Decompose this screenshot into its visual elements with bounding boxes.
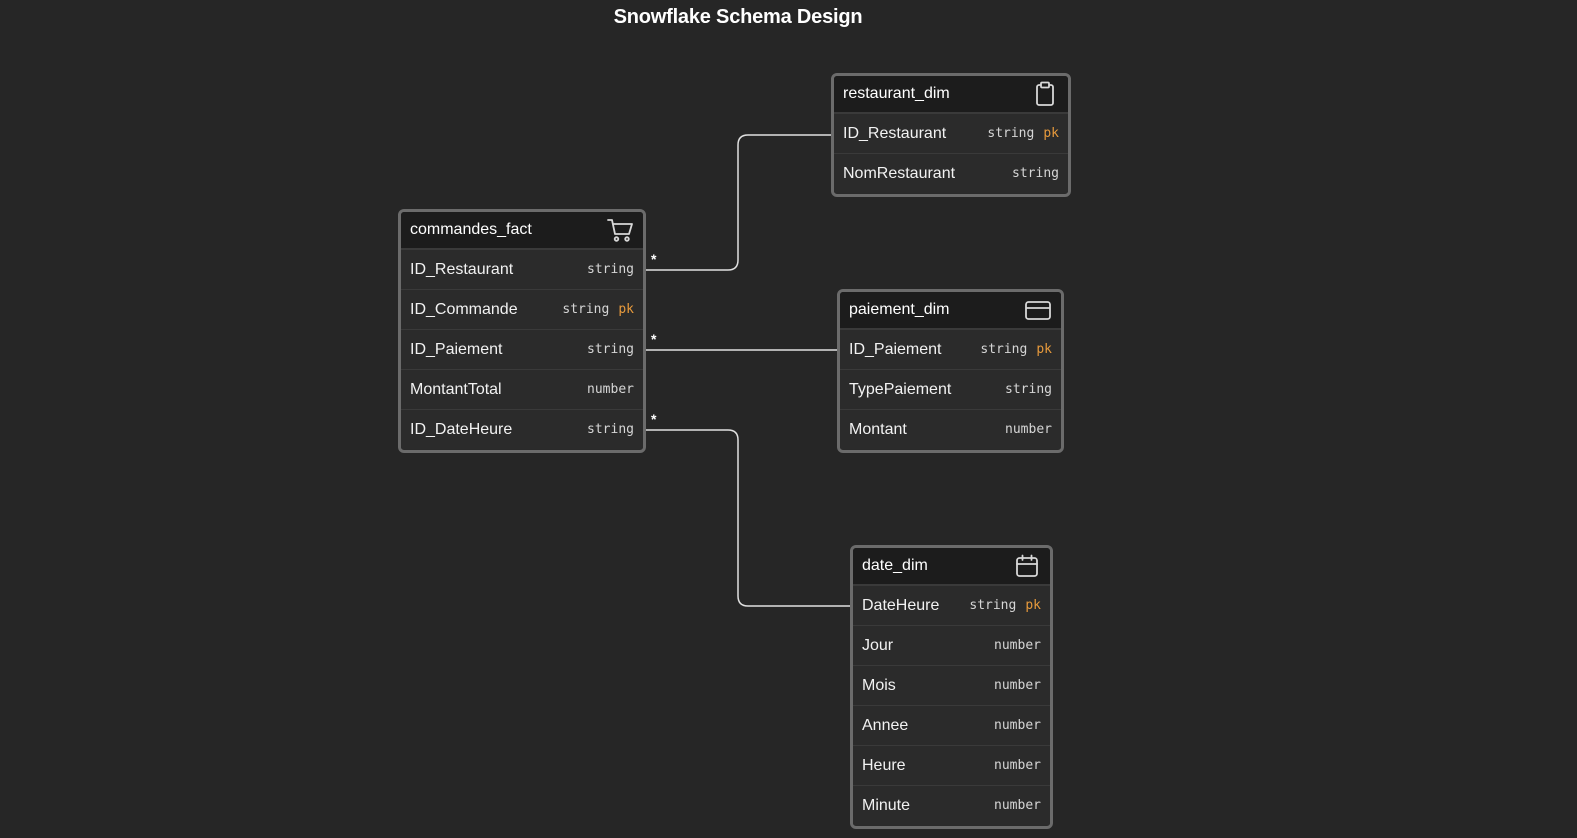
field-row[interactable]: NomRestaurant string [834, 153, 1068, 193]
entity-name: restaurant_dim [843, 85, 950, 102]
field-row[interactable]: ID_Paiement string [401, 329, 643, 369]
entity-header[interactable]: date_dim [853, 548, 1050, 585]
field-name: Mois [862, 676, 896, 694]
field-name: Annee [862, 716, 909, 734]
credit-card-icon [1024, 296, 1052, 324]
relationship-line-date[interactable] [645, 429, 853, 607]
field-type: number [1005, 422, 1052, 437]
entity-restaurant-dim[interactable]: restaurant_dim ID_Restaurant string pk No… [831, 73, 1071, 197]
diagram-title: Snowflake Schema Design [613, 6, 863, 28]
field-row[interactable]: Montant number [840, 409, 1061, 449]
field-row[interactable]: Heure number [853, 745, 1050, 785]
field-name: DateHeure [862, 596, 940, 614]
field-name: TypePaiement [849, 380, 952, 398]
entity-commandes-fact[interactable]: commandes_fact ID_Restaurant string ID_C… [398, 209, 646, 453]
primary-key-badge: pk [1043, 126, 1059, 141]
primary-key-badge: pk [1025, 598, 1041, 613]
entity-name: paiement_dim [849, 301, 950, 318]
entity-name: date_dim [862, 557, 928, 574]
shopping-cart-icon [606, 216, 634, 244]
field-type: number [994, 758, 1041, 773]
field-name: Montant [849, 420, 907, 438]
entity-header[interactable]: paiement_dim [840, 292, 1061, 329]
entity-header[interactable]: restaurant_dim [834, 76, 1068, 113]
field-name: ID_Restaurant [410, 260, 514, 278]
field-name: Minute [862, 796, 911, 814]
primary-key-badge: pk [618, 302, 634, 317]
field-name: ID_Commande [410, 300, 518, 318]
field-name: ID_Paiement [410, 340, 503, 358]
field-name: Heure [862, 756, 906, 774]
entity-name: commandes_fact [410, 221, 532, 238]
field-row[interactable]: ID_DateHeure string [401, 409, 643, 449]
relationship-line-restaurant[interactable] [645, 134, 834, 271]
field-type: string [562, 302, 610, 317]
field-name: NomRestaurant [843, 164, 956, 182]
field-type: string [587, 262, 634, 277]
field-type: string [587, 342, 634, 357]
cardinality-mark-restaurant: * [651, 251, 657, 267]
field-type: number [994, 678, 1041, 693]
field-type: string [587, 422, 634, 437]
calendar-icon [1013, 552, 1041, 580]
field-row[interactable]: MontantTotal number [401, 369, 643, 409]
field-name: MontantTotal [410, 380, 502, 398]
field-type: string [987, 126, 1035, 141]
field-row[interactable]: ID_Restaurant string [401, 249, 643, 289]
field-name: ID_Paiement [849, 340, 942, 358]
field-row[interactable]: ID_Paiement string pk [840, 329, 1061, 369]
field-row[interactable]: ID_Commande string pk [401, 289, 643, 329]
field-type: string [969, 598, 1017, 613]
field-type: number [994, 798, 1041, 813]
field-name: ID_DateHeure [410, 420, 513, 438]
primary-key-badge: pk [1036, 342, 1052, 357]
field-name: ID_Restaurant [843, 124, 947, 142]
field-type: string [980, 342, 1028, 357]
field-row[interactable]: TypePaiement string [840, 369, 1061, 409]
field-type: string [1005, 382, 1052, 397]
entity-header[interactable]: commandes_fact [401, 212, 643, 249]
field-type: number [994, 638, 1041, 653]
field-row[interactable]: Annee number [853, 705, 1050, 745]
field-row[interactable]: Mois number [853, 665, 1050, 705]
field-type: string [1012, 166, 1059, 181]
field-row[interactable]: Jour number [853, 625, 1050, 665]
entity-paiement-dim[interactable]: paiement_dim ID_Paiement string pk TypePa… [837, 289, 1064, 453]
clipboard-icon [1031, 80, 1059, 108]
cardinality-mark-date: * [651, 411, 657, 427]
field-row[interactable]: DateHeure string pk [853, 585, 1050, 625]
field-row[interactable]: Minute number [853, 785, 1050, 825]
field-name: Jour [862, 636, 894, 654]
field-type: number [994, 718, 1041, 733]
field-row[interactable]: ID_Restaurant string pk [834, 113, 1068, 153]
cardinality-mark-paiement: * [651, 331, 657, 347]
field-type: number [587, 382, 634, 397]
